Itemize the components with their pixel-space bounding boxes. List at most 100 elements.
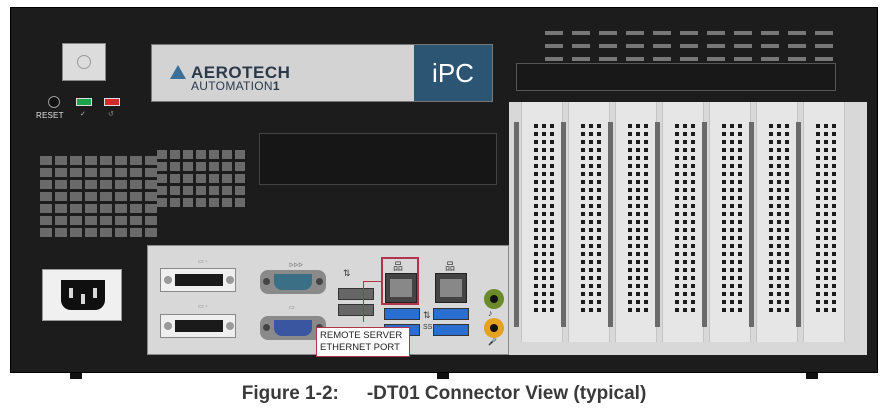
vent-hole xyxy=(115,192,127,201)
vent-slot xyxy=(626,57,644,61)
vent-slot xyxy=(734,57,752,61)
usb3-icon: ⇅ xyxy=(423,310,431,320)
vent-hole xyxy=(157,186,167,195)
slot-divider xyxy=(702,122,707,327)
power-icon xyxy=(77,55,91,69)
pci-slot-cover xyxy=(521,102,563,342)
superspeed-label: SS xyxy=(423,324,433,331)
usb2-port-1 xyxy=(338,288,374,300)
ethernet-icon: 品 xyxy=(393,262,403,273)
slot-divider xyxy=(561,122,566,327)
reset-label: RESET xyxy=(36,111,64,120)
panel-recess xyxy=(259,133,497,185)
vent-hole xyxy=(170,150,180,159)
usb3-port-1 xyxy=(384,308,420,320)
vent-hole xyxy=(145,156,157,165)
vent-hole xyxy=(196,162,206,171)
vent-slot xyxy=(599,57,617,61)
vent-slot xyxy=(545,31,563,35)
vent-slot xyxy=(626,44,644,48)
vent-slot xyxy=(653,44,671,48)
vent-hole xyxy=(157,198,167,207)
vent-hole xyxy=(196,186,206,195)
vent-slot xyxy=(599,44,617,48)
vent-hole xyxy=(55,180,67,189)
vent-hole xyxy=(115,180,127,189)
reset-button[interactable] xyxy=(48,96,60,108)
vent-hole xyxy=(85,216,97,225)
figure-caption: Figure 1-2:-DT01 Connector View (typical… xyxy=(0,383,888,405)
pci-slot-cover xyxy=(756,102,798,342)
disk-led-glyph: ↺ xyxy=(108,111,114,118)
vent-hole xyxy=(209,150,219,159)
vent-hole xyxy=(55,216,67,225)
vent-hole xyxy=(170,162,180,171)
vent-hole xyxy=(100,228,112,237)
vent-slot xyxy=(707,57,725,61)
vent-slot xyxy=(788,44,806,48)
power-led-indicator xyxy=(76,98,92,106)
vent-hole xyxy=(170,198,180,207)
pci-slot-cover xyxy=(662,102,704,342)
vent-slot xyxy=(734,44,752,48)
disk-led-indicator xyxy=(104,98,120,106)
power-button[interactable] xyxy=(62,43,106,81)
vent-slot xyxy=(572,57,590,61)
vent-hole xyxy=(100,156,112,165)
ethernet-icon: 品 xyxy=(445,262,455,273)
vent-slot xyxy=(599,31,617,35)
vent-hole xyxy=(85,228,97,237)
vent-hole xyxy=(85,192,97,201)
vent-hole xyxy=(70,156,82,165)
vent-hole xyxy=(196,198,206,207)
vent-hole xyxy=(196,150,206,159)
pci-slot-cover xyxy=(615,102,657,342)
callout-highlight-box xyxy=(381,257,419,305)
ipc-badge: iPC xyxy=(414,45,492,101)
callout-line-2: ETHERNET PORT xyxy=(320,342,400,353)
vent-hole xyxy=(209,162,219,171)
pci-slot-cover xyxy=(709,102,751,342)
vent-hole xyxy=(70,192,82,201)
vent-hole xyxy=(85,156,97,165)
vent-hole xyxy=(209,174,219,183)
vent-hole xyxy=(70,216,82,225)
vent-hole xyxy=(145,168,157,177)
vent-hole xyxy=(235,198,245,207)
vent-hole xyxy=(235,150,245,159)
microphone-jack xyxy=(484,318,504,338)
callout-leader-line xyxy=(363,281,382,322)
slot-divider xyxy=(796,122,801,327)
audio-out-icon: ♪ xyxy=(488,308,493,318)
vent-hole xyxy=(130,228,142,237)
vent-hole xyxy=(222,198,232,207)
usb2-port-2 xyxy=(338,304,374,316)
figure-title: -DT01 Connector View (typical) xyxy=(366,383,647,404)
product-name: AUTOMATION1 xyxy=(191,79,280,93)
vent-hole xyxy=(183,174,193,183)
vent-hole xyxy=(85,180,97,189)
vent-hole xyxy=(196,174,206,183)
vent-slot xyxy=(653,31,671,35)
vent-hole xyxy=(209,186,219,195)
vent-slot xyxy=(626,31,644,35)
vent-slot xyxy=(680,44,698,48)
ethernet-port-2 xyxy=(435,273,467,303)
vent-hole xyxy=(55,168,67,177)
vent-hole xyxy=(130,156,142,165)
vent-hole xyxy=(70,180,82,189)
vent-hole xyxy=(183,198,193,207)
vent-hole xyxy=(70,204,82,213)
vent-hole xyxy=(222,150,232,159)
vent-hole xyxy=(235,186,245,195)
vent-hole xyxy=(170,174,180,183)
vent-hole xyxy=(235,162,245,171)
vent-hole xyxy=(222,162,232,171)
vent-hole xyxy=(40,216,52,225)
ac-power-inlet xyxy=(42,269,122,321)
vent-slot xyxy=(815,44,833,48)
vent-hole xyxy=(55,192,67,201)
callout-label: REMOTE SERVER ETHERNET PORT xyxy=(316,327,410,357)
brand-name: AEROTECH xyxy=(191,63,291,82)
pci-slot-cover xyxy=(803,102,845,342)
